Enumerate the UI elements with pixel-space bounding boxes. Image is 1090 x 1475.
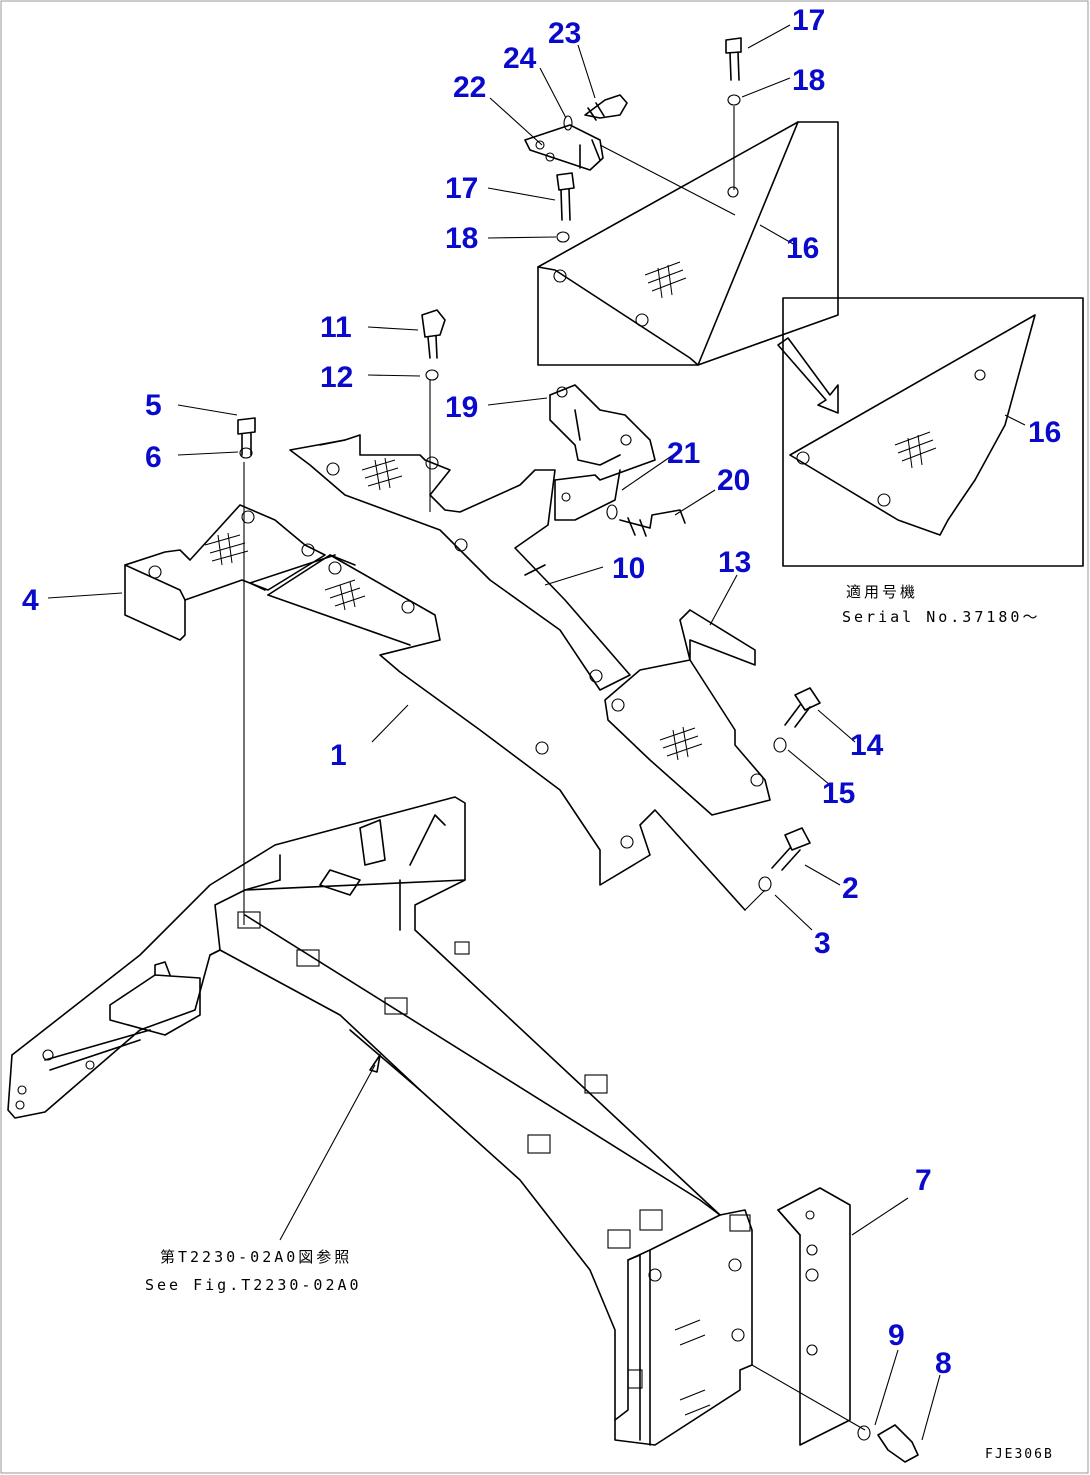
callout-17-lower: 17 (445, 172, 478, 205)
callout-23: 23 (548, 17, 581, 50)
callout-9: 9 (888, 1319, 905, 1352)
callout-12: 12 (320, 361, 353, 394)
callout-19: 19 (445, 391, 478, 424)
washer-part-24 (563, 115, 573, 131)
washer-part-21 (606, 504, 618, 520)
callout-10: 10 (612, 552, 645, 585)
callout-16-inset: 16 (1028, 416, 1061, 449)
callout-16-top: 16 (786, 232, 819, 265)
callout-14: 14 (850, 729, 884, 762)
washer-part-3 (758, 876, 772, 892)
fender-part-1 (249, 554, 746, 911)
callout-15: 15 (822, 777, 855, 810)
callout-1: 1 (330, 739, 347, 772)
reference-label-en: See Fig.T2230-02A0 (145, 1276, 362, 1294)
callout-2: 2 (842, 872, 859, 905)
bolt-part-5 (237, 417, 256, 456)
bolt-part-8 (877, 1424, 919, 1463)
cover-part-4 (124, 504, 326, 641)
callout-3: 3 (814, 927, 831, 960)
cover-part-13 (604, 609, 771, 816)
callout-5: 5 (145, 389, 162, 422)
bolt-part-23 (584, 94, 628, 121)
washer-part-12 (425, 369, 439, 381)
drawing-code: FJE306B (985, 1447, 1054, 1462)
leader-lines (47, 24, 1026, 1441)
bolt-part-2 (771, 827, 811, 871)
callout-24: 24 (503, 42, 537, 75)
plate-part-16-inset (782, 297, 1084, 567)
bolt-part-20 (619, 509, 686, 537)
callout-6: 6 (145, 441, 162, 474)
washer-part-18-lower (556, 231, 570, 243)
bolt-part-17-lower (556, 172, 575, 221)
callout-18-upper: 18 (792, 64, 825, 97)
callout-20: 20 (717, 464, 750, 497)
plate-part-7 (777, 1187, 851, 1446)
bracket-part-19 (549, 384, 656, 521)
washer-part-9 (857, 1425, 871, 1441)
callout-7: 7 (915, 1164, 932, 1197)
callout-21: 21 (667, 437, 700, 470)
reference-label-jp: 第T2230-02A0図参照 (160, 1248, 352, 1266)
cover-part-10 (289, 434, 631, 691)
applicability-label-jp: 適用号機 (846, 583, 918, 601)
plate-part-16-top (537, 121, 839, 366)
callout-18-lower: 18 (445, 222, 478, 255)
callout-4: 4 (22, 584, 39, 617)
washer-part-6 (239, 447, 253, 459)
bolt-part-14 (784, 687, 821, 728)
callout-17-upper: 17 (792, 4, 825, 37)
bolt-part-11 (421, 309, 446, 359)
arrow-serial-variant (777, 337, 839, 414)
main-frame (7, 796, 753, 1446)
washer-part-15 (773, 737, 787, 753)
callout-8: 8 (935, 1347, 952, 1380)
bracket-part-22 (524, 124, 604, 171)
callout-13: 13 (718, 546, 751, 579)
callout-11: 11 (320, 311, 352, 344)
washer-part-18-upper (727, 94, 741, 106)
callout-labels: 1 2 3 4 5 6 7 8 9 10 11 12 13 14 15 16 1… (22, 4, 1061, 1380)
bolt-part-17-upper (725, 37, 742, 81)
applicability-serial: Serial No.37180～ (842, 608, 1040, 626)
callout-22: 22 (453, 71, 486, 104)
